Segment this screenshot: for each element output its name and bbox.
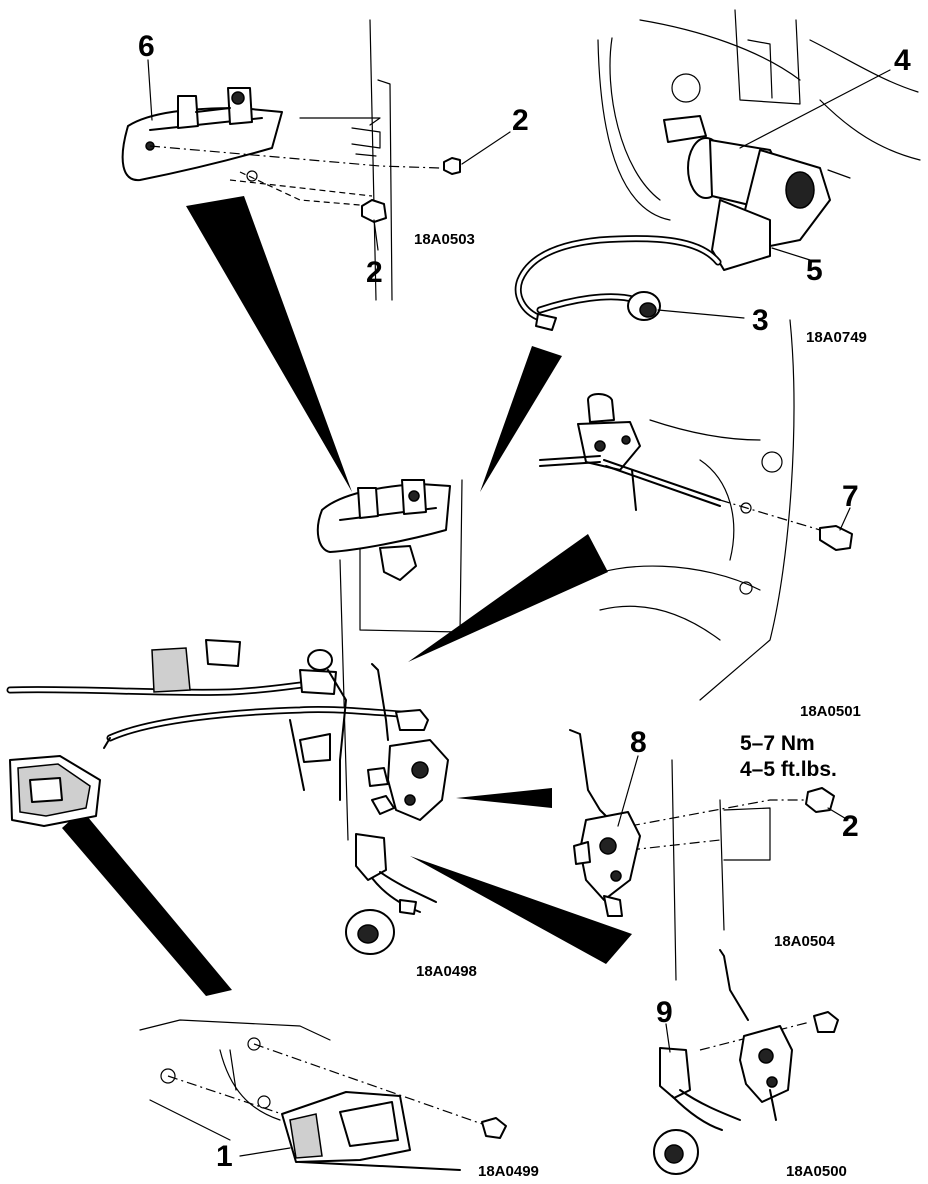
callout-6: 6 [138, 30, 155, 63]
torque-spec: 5–7 Nm 4–5 ft.lbs. [740, 732, 837, 781]
leader-lines [147, 59, 891, 1157]
figure-code-0749: 18A0749 [806, 329, 867, 346]
wedge-actuator [410, 856, 632, 964]
callout-8: 8 [630, 726, 647, 759]
wedge-outside-handle [186, 196, 352, 492]
figure-code-0499: 18A0499 [478, 1163, 539, 1180]
figure-codes: 18A0503 18A0749 18A0501 18A0504 18A0498 … [414, 231, 867, 1180]
wedge-lock-rod [408, 534, 608, 662]
figure-code-0503: 18A0503 [414, 231, 475, 248]
lock-rod-view [539, 319, 853, 701]
callout-5: 5 [806, 254, 823, 287]
callout-2-left: 2 [366, 256, 383, 289]
key-cylinder-view [514, 9, 921, 331]
torque-ftlbs: 4–5 ft.lbs. [740, 758, 837, 781]
figure-code-0501: 18A0501 [800, 703, 861, 720]
figure-code-0498: 18A0498 [416, 963, 477, 980]
callout-9: 9 [656, 996, 673, 1029]
actuator-view [653, 949, 839, 1175]
wedge-key-cylinder [480, 346, 562, 492]
callout-4: 4 [894, 44, 911, 77]
callout-labels: 6 2 2 4 5 3 7 8 2 9 1 [138, 30, 911, 1173]
wedge-latch [456, 788, 552, 808]
callout-2-top: 2 [512, 104, 529, 137]
torque-nm: 5–7 Nm [740, 732, 815, 755]
callout-2-right: 2 [842, 810, 859, 843]
wedge-inside-handle [62, 810, 232, 996]
figure-code-0500: 18A0500 [786, 1163, 847, 1180]
callout-7: 7 [842, 480, 859, 513]
pointer-wedges [62, 196, 632, 996]
latch-view [569, 729, 835, 981]
inside-handle-view [139, 1019, 507, 1171]
center-assembly-view [6, 479, 463, 955]
figure-code-0504: 18A0504 [774, 933, 836, 950]
outside-handle-view [121, 19, 461, 301]
callout-1: 1 [216, 1140, 233, 1173]
callout-3: 3 [752, 304, 769, 337]
